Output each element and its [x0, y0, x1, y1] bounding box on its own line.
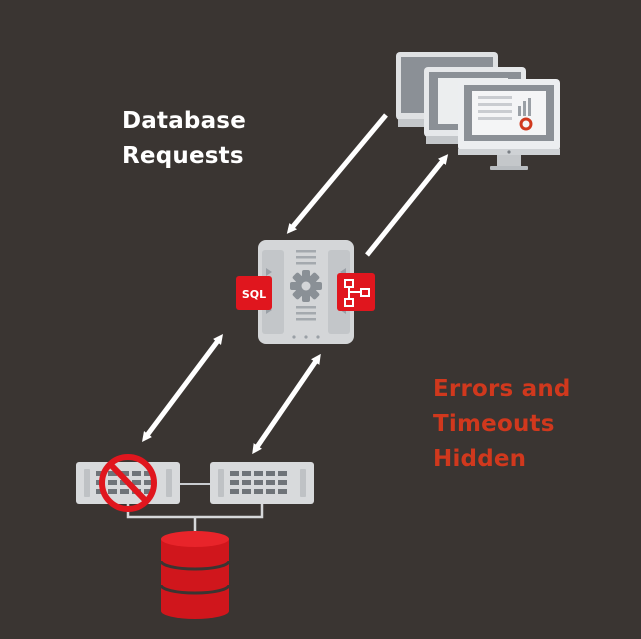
sql-badge-label: SQL [242, 288, 266, 301]
database-requests-label-line-2: Requests [122, 143, 244, 169]
sql-badge-icon: SQL [236, 276, 272, 310]
gear-icon [290, 270, 322, 302]
hierarchy-icon [337, 273, 375, 311]
prohibited-icon [99, 454, 157, 512]
server-secondary [210, 462, 314, 504]
client-monitor-front [458, 79, 560, 170]
request-arrow [286, 113, 388, 234]
errors-hidden-label-line-2: Timeouts [433, 411, 555, 437]
proxy-appliance [258, 240, 354, 344]
errors-hidden-label-line-3: Hidden [433, 446, 527, 472]
response-arrow [365, 154, 449, 257]
proxy-secondary-arrow [252, 353, 321, 455]
database-cylinder-icon [159, 531, 231, 619]
errors-hidden-label: Errors and Timeouts Hidden [433, 372, 571, 477]
database-requests-label-line-1: Database [122, 108, 247, 134]
errors-hidden-label-line-1: Errors and [433, 376, 571, 402]
database-requests-label: Database Requests [122, 104, 246, 174]
proxy-primary-arrow [142, 334, 223, 442]
